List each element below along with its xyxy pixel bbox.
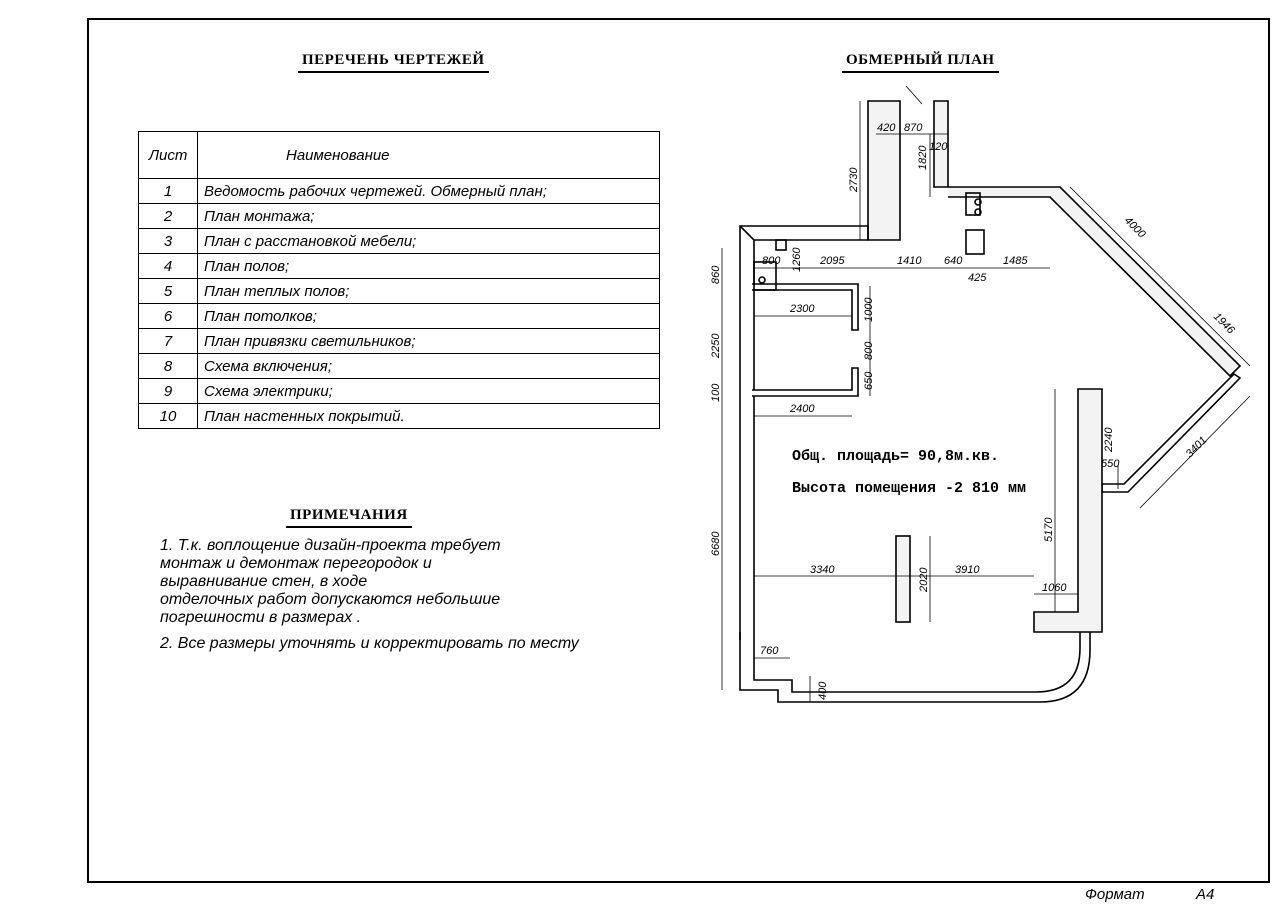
sheet-column-header: Лист xyxy=(138,131,198,179)
dim-label: 640 xyxy=(944,255,963,267)
room-height-label: Высота помещения -2 810 мм xyxy=(792,480,1026,497)
dim-label: 2095 xyxy=(819,255,845,267)
survey-plan-title: ОБМЕРНЫЙ ПЛАН xyxy=(842,52,999,73)
dim-label: 400 xyxy=(817,681,829,700)
format-value: А4 xyxy=(1196,886,1215,903)
sheet-number: 4 xyxy=(138,253,198,279)
dim-label: 550 xyxy=(1101,458,1120,470)
dim-label: 120 xyxy=(929,141,948,153)
note-2: 2. Все размеры уточнять и корректировать… xyxy=(160,635,579,652)
name-column-header: Наименование xyxy=(197,131,660,179)
sheet-name: План полов; xyxy=(197,253,660,279)
note-line: 1. Т.к. воплощение дизайн-проекта требуе… xyxy=(160,537,501,554)
format-label: Формат xyxy=(1085,886,1145,903)
sheet-number: 7 xyxy=(138,328,198,354)
notes-block: 1. Т.к. воплощение дизайн-проекта требуе… xyxy=(160,537,620,661)
dim-label: 650 xyxy=(863,371,875,390)
sheet-name: План потолков; xyxy=(197,303,660,329)
sheet-number: 6 xyxy=(138,303,198,329)
dim-label: 1410 xyxy=(897,255,922,267)
note-1: 1. Т.к. воплощение дизайн-проекта требуе… xyxy=(160,537,620,627)
dimension-lines xyxy=(721,85,1251,702)
table-header-row: Лист Наименование xyxy=(138,131,660,179)
dimension-labels: 420 870 120 2730 1820 4000 1946 3401 860… xyxy=(710,122,1237,700)
dim-label: 1820 xyxy=(917,145,929,170)
sheet-number: 8 xyxy=(138,353,198,379)
dim-label: 2250 xyxy=(710,333,722,359)
dim-label: 6680 xyxy=(710,531,722,556)
dim-label: 425 xyxy=(968,272,987,284)
dim-label: 800 xyxy=(762,255,781,267)
note-line: монтаж и демонтаж перегородок и xyxy=(160,555,432,572)
note-line: выравнивание стен, в ходе xyxy=(160,573,368,590)
dim-label: 760 xyxy=(760,645,779,657)
total-area-label: Общ. площадь= 90,8м.кв. xyxy=(792,448,999,465)
dim-label: 100 xyxy=(710,383,722,402)
dim-label: 2730 xyxy=(848,167,860,193)
sheet-name: План с расстановкой мебели; xyxy=(197,228,660,254)
dim-label: 3910 xyxy=(955,564,980,576)
dim-label: 2240 xyxy=(1103,427,1115,453)
dim-label: 3340 xyxy=(810,564,835,576)
sheet-name: План привязки светильников; xyxy=(197,328,660,354)
dim-label: 1000 xyxy=(863,297,875,322)
dim-label: 1060 xyxy=(1042,582,1067,594)
walls xyxy=(739,100,1242,703)
note-line: погрешности в размерах . xyxy=(160,609,362,626)
sheet-name: План настенных покрытий. xyxy=(197,403,660,429)
dim-label: 800 xyxy=(863,341,875,360)
dim-label: 4000 xyxy=(1122,215,1148,241)
dim-label: 1946 xyxy=(1211,311,1237,337)
sheet-number: 10 xyxy=(138,403,198,429)
dim-label: 860 xyxy=(710,265,722,284)
drawings-list-title: ПЕРЕЧЕНЬ ЧЕРТЕЖЕЙ xyxy=(298,52,489,73)
dim-label: 2020 xyxy=(918,567,930,593)
dim-label: 870 xyxy=(904,122,923,134)
dim-label: 5170 xyxy=(1043,517,1055,542)
note-line: отделочных работ допускаются небольшие xyxy=(160,591,501,608)
dim-label: 2400 xyxy=(789,403,815,415)
dim-label: 1260 xyxy=(791,247,803,272)
dim-label: 420 xyxy=(877,122,896,134)
drawing-frame xyxy=(87,18,1270,883)
dim-label: 2300 xyxy=(789,303,815,315)
dim-label: 3401 xyxy=(1184,434,1210,460)
notes-title: ПРИМЕЧАНИЯ xyxy=(286,507,412,528)
dim-label: 1485 xyxy=(1003,255,1028,267)
